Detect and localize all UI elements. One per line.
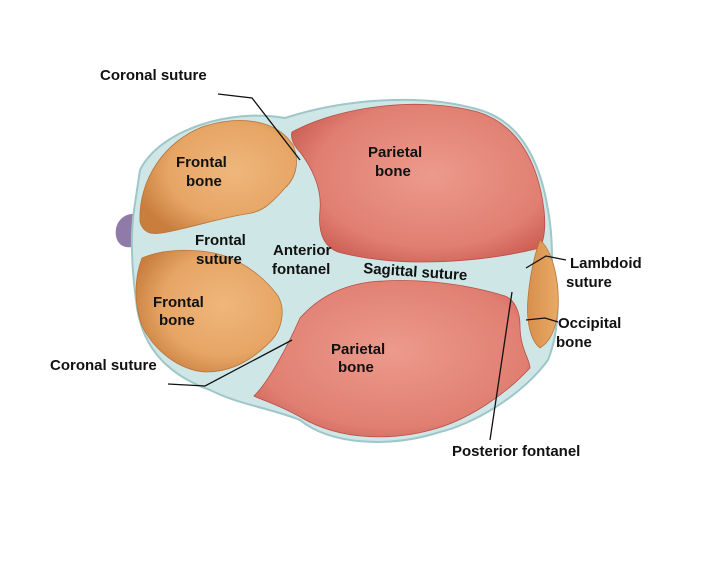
occipital-bone-label-line1: Occipital	[558, 315, 621, 332]
parietal-bone-top-label-line1: Parietal	[368, 144, 422, 161]
frontal-bone-bottom-shape	[135, 249, 283, 373]
anterior-fontanel-label-line1: Anterior	[273, 242, 332, 259]
lambdoid-suture-label-line2: suture	[566, 274, 612, 291]
frontal-bone-top-shape	[139, 120, 297, 234]
occipital-bone-shape	[527, 239, 559, 349]
parietal-bone-bottom-shape	[253, 280, 531, 438]
occipital-bone-label-line2: bone	[556, 334, 592, 351]
coronal-suture-bottom-label: Coronal suture	[50, 357, 157, 374]
posterior-fontanel-label: Posterior fontanel	[452, 443, 580, 460]
frontal-bone-top-label-line2: bone	[186, 173, 222, 190]
parietal-bone-bottom-label-line2: bone	[338, 359, 374, 376]
parietal-bone-top-shape	[291, 103, 546, 263]
frontal-suture-label-line2: suture	[196, 251, 242, 268]
leader-occipital	[525, 317, 559, 323]
frontal-bone-bottom-label-line1: Frontal	[153, 294, 204, 311]
frontal-bone-top-label-line1: Frontal	[176, 154, 227, 171]
leader-posterior-fontanel	[489, 291, 513, 441]
frontal-suture-label-line1: Frontal	[195, 232, 246, 249]
leader-coronal-top	[217, 93, 301, 161]
lambdoid-suture-label-line1: Lambdoid	[570, 255, 642, 272]
frontal-bone-bottom-label-line2: bone	[159, 312, 195, 329]
parietal-bone-top-label-line2: bone	[375, 163, 411, 180]
coronal-suture-top-label: Coronal suture	[100, 67, 207, 84]
leader-coronal-bottom	[167, 339, 293, 387]
leader-lines	[167, 93, 567, 441]
anterior-fontanel-label-line2: fontanel	[272, 261, 330, 278]
leader-lambdoid	[525, 255, 567, 269]
parietal-bone-bottom-label-line1: Parietal	[331, 341, 385, 358]
